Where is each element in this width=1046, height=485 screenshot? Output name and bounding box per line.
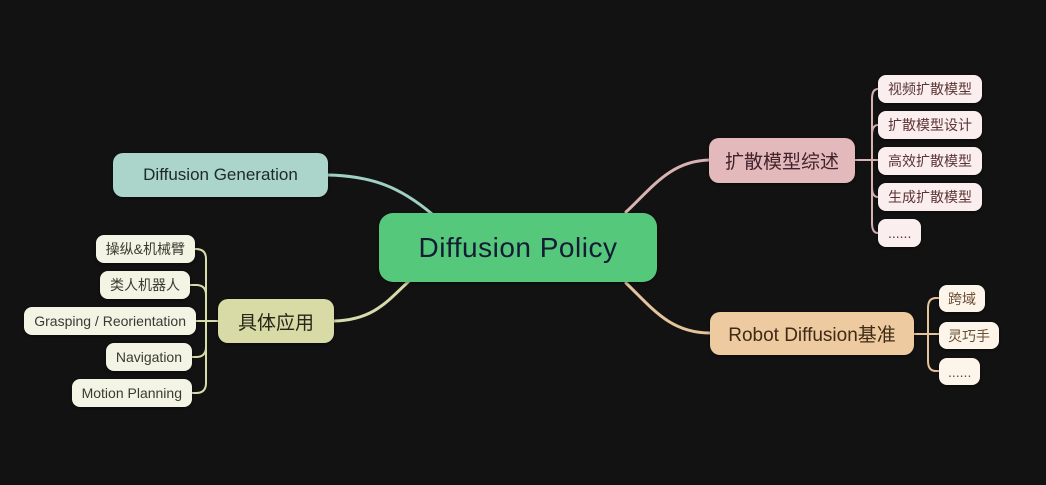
node-survey-ellipsis[interactable]: ......: [878, 219, 922, 247]
connector-group-applications: [189, 248, 219, 394]
node-video-diffusion-model[interactable]: 视频扩散模型: [878, 75, 982, 103]
branch-node-robot-diffusion-benchmark[interactable]: Robot Diffusion基准: [710, 312, 914, 355]
node-humanoid-robot[interactable]: 类人机器人: [100, 271, 190, 299]
connector-root-benchmark: [624, 281, 712, 335]
node-grasping-reorientation[interactable]: Grasping / Reorientation: [24, 307, 196, 335]
node-manipulation-arm[interactable]: 操纵&机械臂: [95, 235, 195, 263]
branch-node-diffusion-survey[interactable]: 扩散模型综述: [709, 138, 855, 183]
root-node-diffusion-policy[interactable]: Diffusion Policy: [379, 213, 657, 282]
node-cross-domain[interactable]: 跨域: [939, 285, 985, 312]
branch-node-diffusion-generation[interactable]: Diffusion Generation: [113, 153, 328, 197]
connector-root-applications: [332, 279, 411, 323]
node-dexterous-hand[interactable]: 灵巧手: [939, 322, 999, 349]
connector-group-survey: [854, 88, 879, 234]
node-benchmark-ellipsis[interactable]: ......: [939, 358, 981, 385]
branch-node-applications[interactable]: 具体应用: [218, 299, 334, 343]
connector-root-diffusion-generation: [326, 173, 434, 216]
node-diffusion-model-design[interactable]: 扩散模型设计: [878, 111, 982, 139]
node-generative-diffusion-model[interactable]: 生成扩散模型: [878, 183, 982, 211]
node-navigation[interactable]: Navigation: [105, 343, 192, 371]
connector-root-survey: [624, 158, 711, 214]
connector-group-benchmark: [913, 297, 940, 372]
node-efficient-diffusion-model[interactable]: 高效扩散模型: [878, 147, 982, 175]
node-motion-planning[interactable]: Motion Planning: [71, 379, 192, 407]
